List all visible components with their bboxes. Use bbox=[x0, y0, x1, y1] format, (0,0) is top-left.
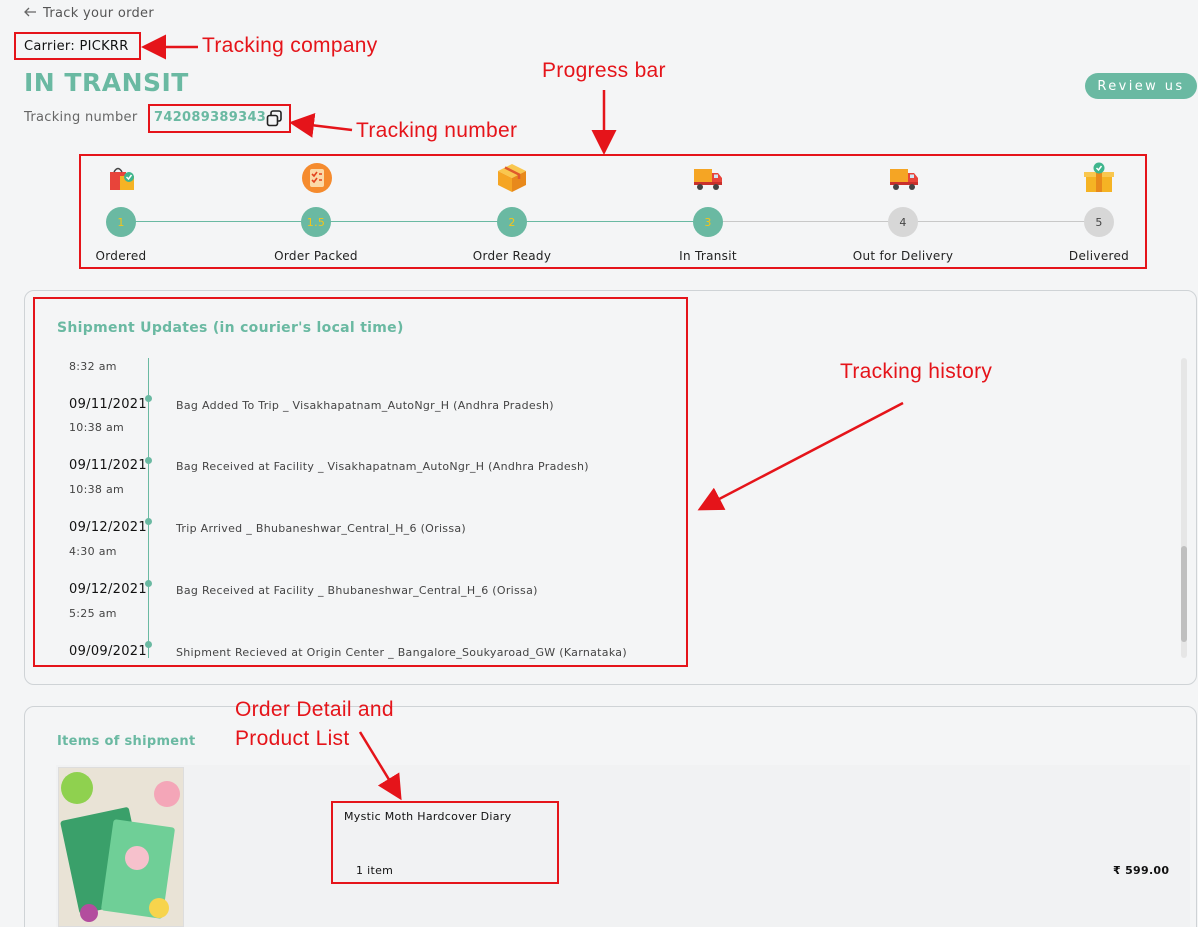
step-label-order-ready: Order Ready bbox=[472, 249, 552, 263]
update-description: Bag Added To Trip _ Visakhapatnam_AutoNg… bbox=[176, 399, 554, 412]
update-description: Shipment Recieved at Origin Center _ Ban… bbox=[176, 646, 627, 659]
product-price: ₹ 599.00 bbox=[1113, 864, 1170, 877]
update-date: 09/12/2021 bbox=[69, 582, 147, 597]
product-quantity: 1 item bbox=[356, 864, 394, 877]
product-image[interactable] bbox=[58, 767, 184, 927]
delivery-truck-icon bbox=[888, 162, 920, 194]
update-description: Trip Arrived _ Bhubaneshwar_Central_H_6 … bbox=[176, 522, 467, 535]
update-time: 4:30 am bbox=[69, 545, 117, 558]
update-date: 09/11/2021 bbox=[69, 397, 147, 412]
tracking-number[interactable]: 742089389343 bbox=[154, 110, 267, 125]
carrier-name: Carrier: PICKRR bbox=[24, 39, 129, 54]
update-date: 09/09/2021 bbox=[69, 644, 147, 659]
step-circle-1: 1 bbox=[106, 207, 136, 237]
update-time: 10:38 am bbox=[69, 421, 125, 434]
step-circle-3: 3 bbox=[693, 207, 723, 237]
step-circle-4: 4 bbox=[888, 207, 918, 237]
annotation-progress-bar: Progress bar bbox=[542, 59, 666, 82]
step-circle-5: 5 bbox=[1084, 207, 1114, 237]
timeline-dot bbox=[145, 457, 152, 464]
arrow-left-icon bbox=[24, 6, 37, 21]
shopping-bag-icon bbox=[106, 162, 138, 194]
annotation-tracking-history: Tracking history bbox=[840, 360, 993, 383]
annotation-tracking-company: Tracking company bbox=[202, 34, 378, 57]
annotation-box-product bbox=[331, 801, 559, 884]
annotation-order-detail-line2: Product List bbox=[235, 727, 350, 750]
shipment-updates-card bbox=[24, 290, 1197, 685]
order-status: IN TRANSIT bbox=[24, 68, 189, 97]
delivered-box-icon bbox=[1083, 162, 1115, 194]
progress-line-done bbox=[121, 221, 708, 222]
items-title: Items of shipment bbox=[57, 734, 196, 749]
step-label-order-packed: Order Packed bbox=[274, 249, 358, 263]
product-name[interactable]: Mystic Moth Hardcover Diary bbox=[344, 810, 512, 823]
update-time-first: 8:32 am bbox=[69, 360, 117, 373]
scrollbar-thumb[interactable] bbox=[1181, 546, 1187, 642]
annotation-box-progress bbox=[79, 154, 1147, 269]
step-label-ordered: Ordered bbox=[95, 249, 147, 263]
timeline-dot bbox=[145, 518, 152, 525]
update-date: 09/12/2021 bbox=[69, 520, 147, 535]
step-label-delivered: Delivered bbox=[1068, 249, 1130, 263]
back-link-label: Track your order bbox=[43, 6, 154, 21]
step-circle-2: 2 bbox=[497, 207, 527, 237]
update-date: 09/11/2021 bbox=[69, 458, 147, 473]
annotation-order-detail-line1: Order Detail and bbox=[235, 698, 394, 721]
truck-icon bbox=[692, 162, 724, 194]
review-us-button[interactable]: Review us bbox=[1085, 73, 1197, 99]
back-link[interactable]: Track your order bbox=[24, 6, 154, 21]
update-description: Bag Received at Facility _ Bhubaneshwar_… bbox=[176, 584, 538, 597]
scrollbar-track[interactable] bbox=[1181, 358, 1187, 658]
checklist-icon bbox=[301, 162, 333, 194]
package-box-icon bbox=[496, 162, 528, 194]
annotation-tracking-number: Tracking number bbox=[356, 119, 518, 142]
step-circle-1-5: 1.5 bbox=[301, 207, 331, 237]
annotation-box-history bbox=[33, 297, 688, 667]
timeline-dot bbox=[145, 580, 152, 587]
update-time: 5:25 am bbox=[69, 607, 117, 620]
timeline-dot bbox=[145, 395, 152, 402]
timeline-line bbox=[148, 358, 149, 658]
copy-icon[interactable] bbox=[266, 110, 283, 131]
step-label-in-transit: In Transit bbox=[679, 249, 737, 263]
shipment-updates-title: Shipment Updates (in courier's local tim… bbox=[57, 320, 404, 336]
update-time: 10:38 am bbox=[69, 483, 125, 496]
timeline-dot bbox=[145, 641, 152, 648]
update-description: Bag Received at Facility _ Visakhapatnam… bbox=[176, 460, 589, 473]
tracking-number-label: Tracking number bbox=[24, 110, 138, 125]
step-label-out-for-delivery: Out for Delivery bbox=[852, 249, 954, 263]
product-row bbox=[56, 765, 1190, 927]
annotation-box-carrier bbox=[14, 32, 141, 60]
